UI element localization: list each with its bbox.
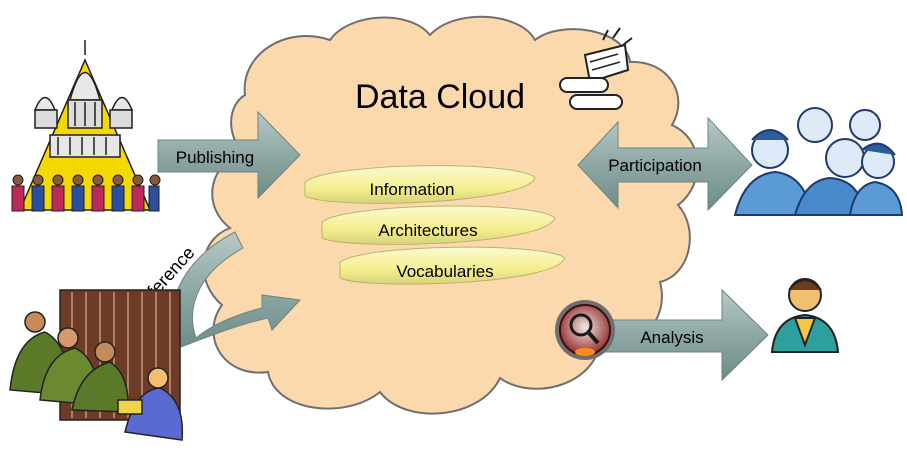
participation-label: Participation [608,156,702,175]
publishing-arrow: Publishing [157,110,301,200]
arrow-shape [577,116,753,212]
layer-architectures: Architectures [321,205,556,245]
cloud-title: Data Cloud [355,78,525,116]
analysis-label: Analysis [640,328,703,347]
group-of-people-icon [733,107,904,216]
scroll-documents-icon [559,27,633,110]
layer-vocabularies: Vocabularies [339,246,566,285]
magnifier-button-icon [555,300,615,360]
layer-label: Information [369,180,454,199]
layer-stack: Information Architectures Vocabularies [304,165,566,285]
library-readers-icon [9,289,184,441]
person-icon [770,278,840,353]
analysis-arrow: Analysis [599,288,769,382]
layer-label: Vocabularies [396,262,493,281]
layer-label: Architectures [378,221,477,240]
publishing-label: Publishing [176,148,254,167]
arrow-shape [599,288,769,382]
arrow-shape [157,110,301,200]
layer-ellipse [321,205,556,245]
layer-information: Information [304,165,536,204]
layer-ellipse [339,246,566,285]
participation-arrow: Participation [577,116,753,212]
capitol-building-icon [11,40,161,212]
people-row [11,174,161,212]
arrow-shape [171,231,302,349]
layer-ellipse [304,165,536,204]
